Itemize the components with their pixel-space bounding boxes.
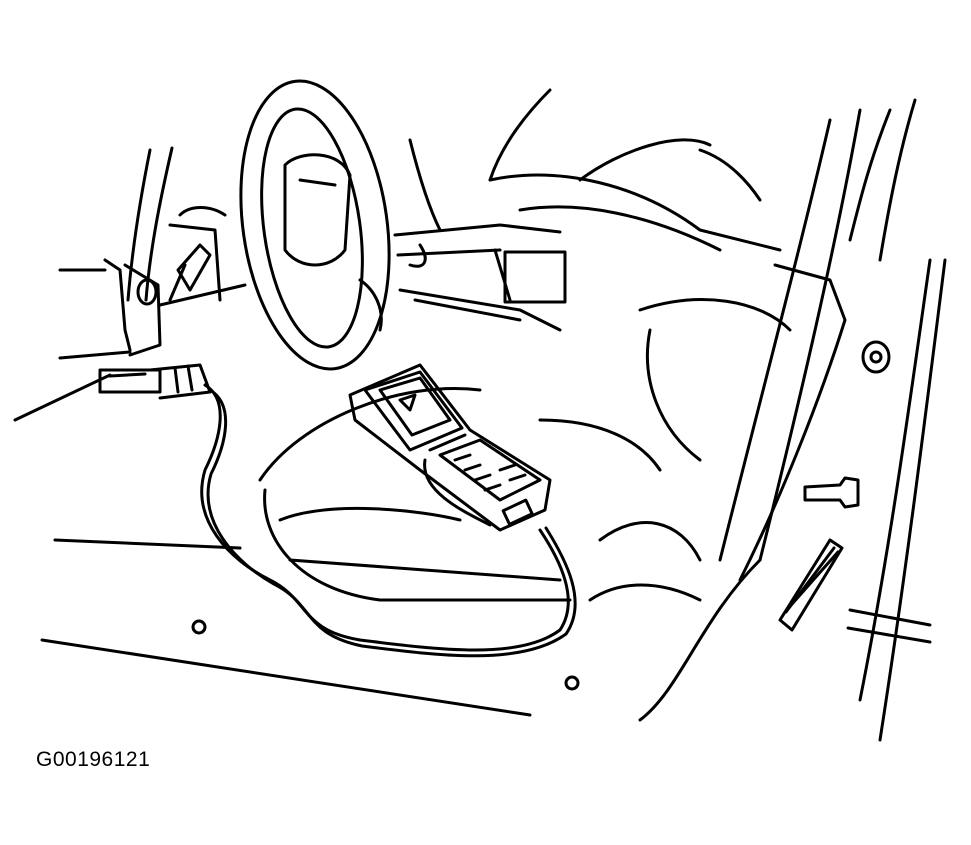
floor-rocker [13, 373, 580, 717]
scan-tool-device [348, 363, 552, 532]
left-pillar [58, 146, 174, 360]
dlc-connector [98, 363, 212, 400]
driver-seat [258, 138, 792, 602]
dashboard [158, 88, 567, 332]
right-door [638, 98, 947, 742]
figure-id-label: G00196121 [36, 748, 151, 771]
scan-tool-cable [200, 383, 577, 658]
steering-wheel [239, 79, 391, 371]
